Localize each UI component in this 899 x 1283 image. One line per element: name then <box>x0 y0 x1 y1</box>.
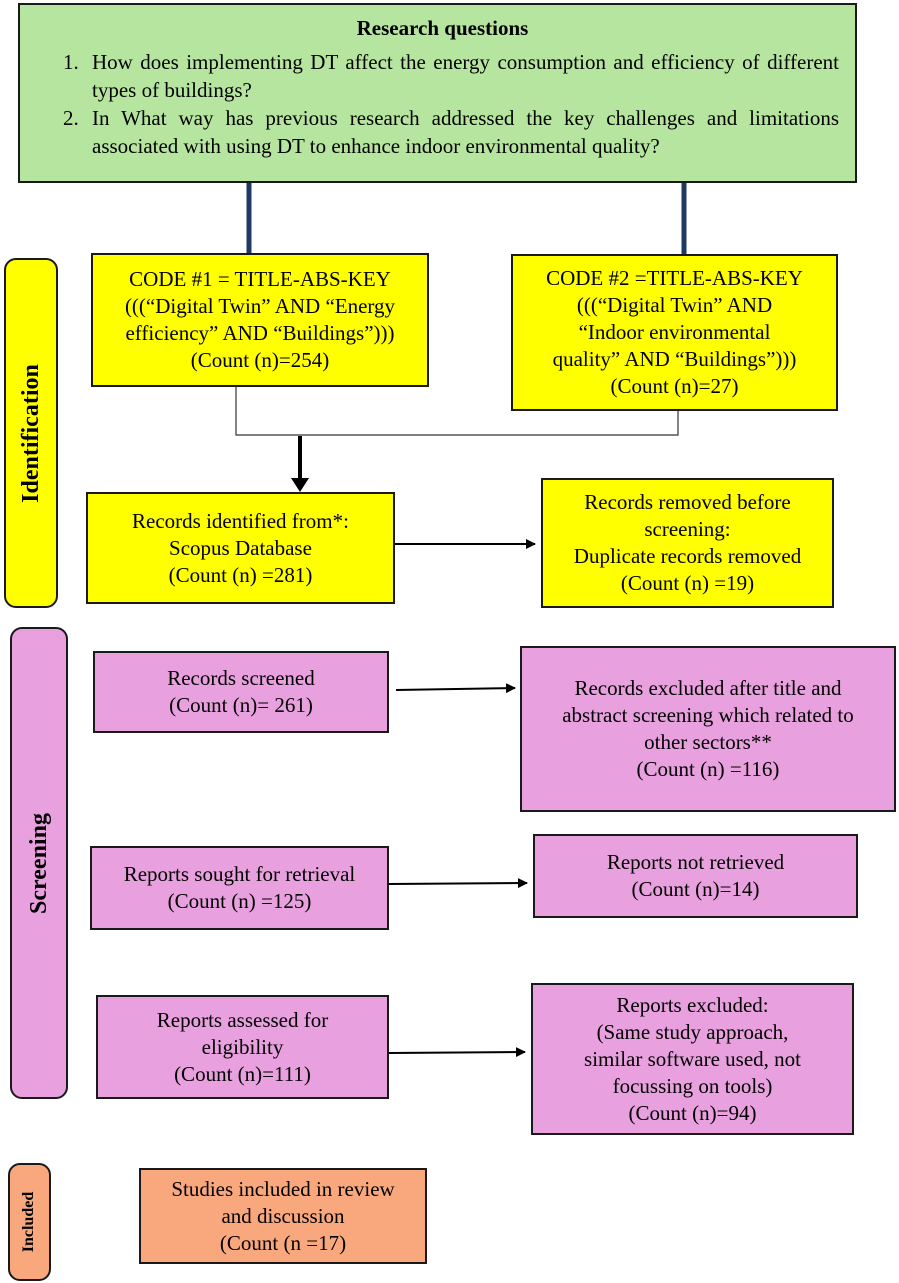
reports-excluded-line: similar software used, not <box>584 1046 801 1071</box>
code1-line: efficiency” AND “Buildings”))) <box>125 321 395 345</box>
records-excluded-line: abstract screening which related to <box>562 703 854 727</box>
code2-line: CODE #2 =TITLE-ABS-KEY <box>546 266 803 290</box>
records-screened-line: Records screened <box>167 666 315 690</box>
reports-assessed-count: (Count (n)=111) <box>174 1061 311 1086</box>
reports-not-retrieved-count: (Count (n)=14) <box>631 877 760 901</box>
research-questions-list: How does implementing DT affect the ener… <box>46 48 839 160</box>
code2-line: (((“Digital Twin” AND <box>576 293 773 317</box>
records-excluded-line: other sectors** <box>644 730 772 754</box>
reports-excluded-count: (Count (n)=94) <box>628 1100 757 1125</box>
records-identified-line: Records identified from*: <box>132 508 349 533</box>
reports-sought-box: Reports sought for retrieval (Count (n) … <box>90 846 389 930</box>
records-removed-box: Records removed before screening: Duplic… <box>541 478 834 608</box>
research-question-1: How does implementing DT affect the ener… <box>84 48 839 104</box>
reports-sought-count: (Count (n) =125) <box>167 889 312 913</box>
records-removed-line: screening: <box>644 517 731 541</box>
arrow-screened-to-excluded <box>395 683 516 694</box>
records-excluded-count: (Count (n) =116) <box>636 757 780 781</box>
studies-included-line: Studies included in review <box>171 1176 395 1201</box>
studies-included-line: and discussion <box>221 1203 345 1228</box>
reports-excluded-line: Reports excluded: <box>616 992 769 1017</box>
arrow-sought-to-notretrieved <box>388 878 528 889</box>
stage-included-label: Included <box>20 1191 38 1253</box>
code1-line: CODE #1 = TITLE-ABS-KEY <box>129 267 391 291</box>
arrow-assessed-to-excluded <box>388 1047 526 1058</box>
records-removed-line: Duplicate records removed <box>573 544 802 568</box>
records-screened-box: Records screened (Count (n)= 261) <box>93 651 389 733</box>
code2-line: quality” AND “Buildings”))) <box>552 347 797 371</box>
records-identified-count: (Count (n) =281) <box>168 562 313 587</box>
studies-included-count: (Count (n =17) <box>219 1230 347 1255</box>
code2-box: CODE #2 =TITLE-ABS-KEY (((“Digital Twin”… <box>511 254 838 411</box>
reports-excluded-line: (Same study approach, <box>596 1019 789 1044</box>
reports-assessed-box: Reports assessed for eligibility (Count … <box>96 995 389 1099</box>
studies-included-box: Studies included in review and discussio… <box>139 1168 427 1264</box>
merge-line <box>235 387 679 436</box>
arrowhead-merge <box>291 478 309 492</box>
code2-line: “Indoor environmental <box>578 320 771 344</box>
stage-identification: Identification <box>4 258 58 608</box>
stage-screening-label: Screening <box>25 812 52 914</box>
code1-box: CODE #1 = TITLE-ABS-KEY (((“Digital Twin… <box>91 253 429 387</box>
reports-sought-line: Reports sought for retrieval <box>123 862 356 886</box>
reports-assessed-line: Reports assessed for <box>156 1007 329 1032</box>
records-removed-count: (Count (n) =19) <box>620 571 755 595</box>
records-identified-box: Records identified from*: Scopus Databas… <box>86 492 395 604</box>
records-identified-line: Scopus Database <box>169 535 312 560</box>
stage-included: Included <box>8 1163 51 1281</box>
reports-excluded-line: focussing on tools) <box>612 1073 773 1098</box>
code1-line: (((“Digital Twin” AND “Energy <box>124 294 396 318</box>
records-screened-count: (Count (n)= 261) <box>169 693 313 717</box>
records-excluded-box: Records excluded after title and abstrac… <box>520 646 896 812</box>
research-question-2: In What way has previous research addres… <box>84 104 839 160</box>
reports-not-retrieved-box: Reports not retrieved (Count (n)=14) <box>533 834 858 918</box>
records-excluded-line: Records excluded after title and <box>574 676 842 700</box>
research-questions-box: Research questions How does implementing… <box>18 3 857 183</box>
reports-excluded-box: Reports excluded: (Same study approach, … <box>531 983 854 1135</box>
code2-count: (Count (n)=27) <box>610 374 739 398</box>
research-questions-title: Research questions <box>356 16 529 40</box>
reports-assessed-line: eligibility <box>201 1034 284 1059</box>
reports-not-retrieved-line: Reports not retrieved <box>606 850 785 874</box>
code1-count: (Count (n)=254) <box>190 348 330 372</box>
records-removed-line: Records removed before <box>584 490 791 514</box>
stage-screening: Screening <box>10 627 68 1099</box>
stage-identification-label: Identification <box>17 363 44 503</box>
